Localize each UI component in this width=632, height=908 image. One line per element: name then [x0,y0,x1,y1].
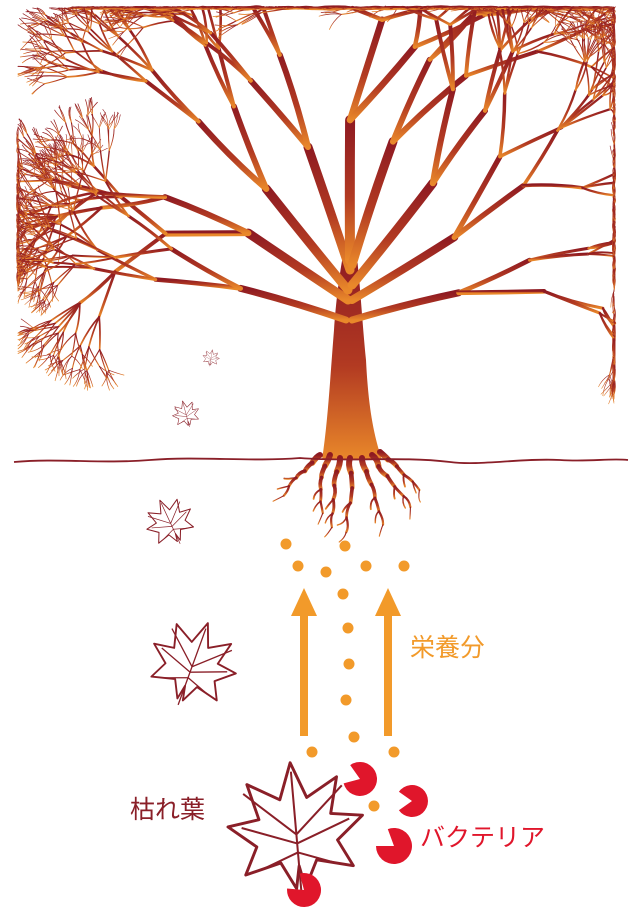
bacteria-icon [399,785,428,817]
label-dead-leaves: 枯れ葉 [130,790,205,826]
nutrient-dot [338,589,349,600]
nutrient-dot [369,801,380,812]
ground-line [14,458,628,463]
bacteria-icon [287,873,321,907]
nutrient-dot [321,567,332,578]
nutrient-dot [349,732,360,743]
maple-leaf-icon [223,757,369,903]
maple-leaf-icon [137,608,249,720]
maple-leaf-icon [201,348,220,367]
nutrient-dot [344,659,355,670]
arrow-up-icon [291,588,317,736]
nutrient-dot [340,541,351,552]
label-bacteria: バクテリア [420,818,545,854]
nutrient-dot [361,561,372,572]
nutrient-dot [343,623,354,634]
maple-leaf-icon [138,490,202,554]
bacteria-icon [376,828,412,864]
nutrient-dot [293,561,304,572]
nutrient-dot [307,747,318,758]
bacteria-group [287,762,428,907]
nutrient-dot [281,539,292,550]
nutrient-dot [389,747,400,758]
label-nutrients: 栄養分 [410,628,485,664]
nutrient-dot [399,561,410,572]
bacteria-icon [344,762,377,796]
maple-leaf-icon [169,397,202,430]
nutrient-dot [341,695,352,706]
arrow-up-icon [375,588,401,736]
